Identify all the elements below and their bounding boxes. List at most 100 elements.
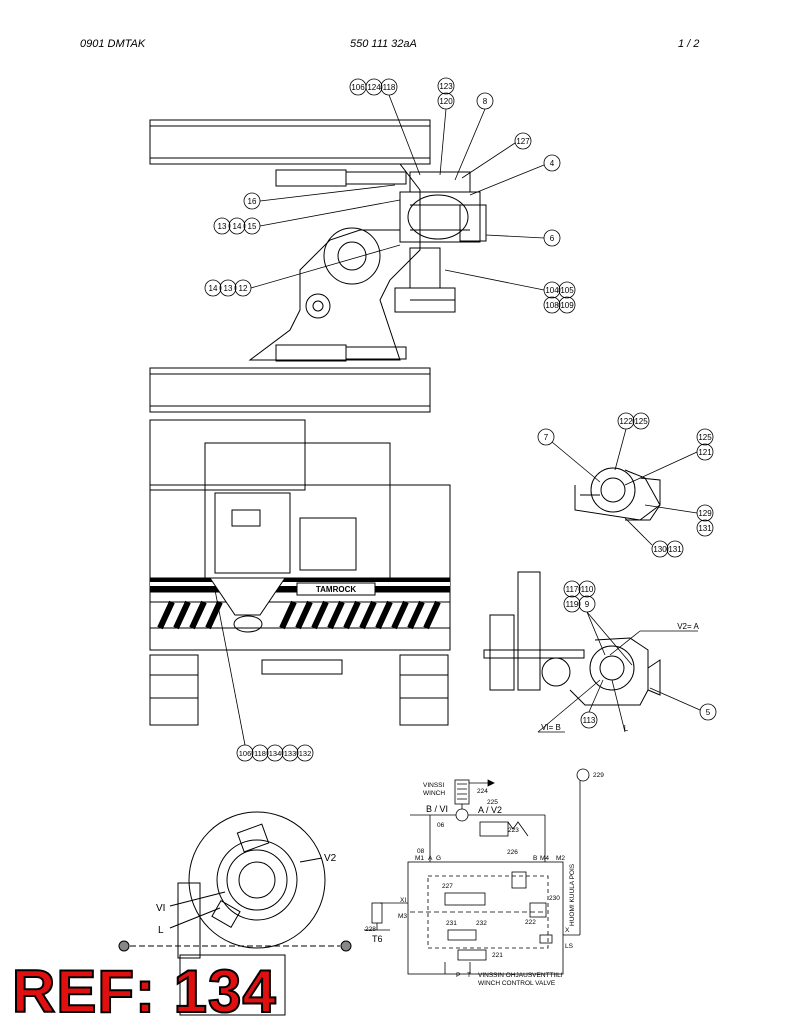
label-ls: LS [565, 943, 574, 950]
side-note: HUOM! KUULA POIS [569, 863, 576, 926]
label-x: X [565, 927, 570, 934]
callout-label: 113 [583, 716, 596, 725]
winch-face-detail [118, 811, 352, 1016]
label-b-vi: B / VI [426, 804, 448, 814]
port-t: T [467, 972, 471, 979]
port-m1: M1 [415, 855, 424, 862]
callout-label: 121 [698, 448, 712, 457]
label-v2: V2 [324, 853, 337, 864]
callout-label: 125 [634, 417, 648, 426]
callout-label: 122 [619, 417, 633, 426]
callout-texts-right-lower: 117 110 119 9 5 113 V2= A VI= B L [541, 585, 711, 733]
callouts-right-upper [537, 412, 714, 558]
label-v1-b: VI= B [541, 723, 561, 732]
callout-label: 8 [483, 97, 488, 106]
component-06: 06 [437, 822, 445, 829]
port-p: P [456, 972, 460, 979]
callout-label: 7 [544, 433, 549, 442]
valve-label-fi: VINSSIN OHJAUSVENTTIILI [478, 972, 563, 979]
callout-label: 14 [233, 222, 242, 231]
header-doc-code: 0901 DMTAK [80, 38, 146, 50]
port-b: B [533, 855, 537, 862]
valve-label-en: WINCH CONTROL VALVE [478, 980, 556, 987]
schematic-labels: VINSSI WINCH B / VI A / V2 224 225 223 2… [365, 772, 604, 987]
callout-label: 15 [248, 222, 257, 231]
hydraulic-schematic [364, 768, 590, 975]
callout-label: 106 [351, 83, 365, 92]
brand-plate [296, 582, 376, 596]
callout-label: 131 [698, 524, 712, 533]
callout [349, 78, 421, 176]
callout-label: 124 [367, 83, 381, 92]
callout-label: 12 [239, 284, 248, 293]
port-m3: M3 [398, 913, 407, 920]
label-v1: VI [156, 903, 165, 914]
port-a: A [428, 855, 433, 862]
callout-label: 110 [581, 585, 594, 594]
machine-body [149, 419, 451, 726]
component-231: 231 [446, 920, 457, 927]
component-230: 230 [549, 895, 560, 902]
component-228: 228 [365, 926, 376, 933]
callout-label: 118 [254, 749, 266, 758]
header-page-number: 1 / 2 [678, 38, 700, 50]
port-m4: M4 [540, 855, 549, 862]
callout-label: 108 [545, 301, 559, 310]
callouts-body [214, 589, 314, 762]
ref-stamp: REF: 134 [11, 958, 277, 1025]
callout-label: 109 [560, 301, 574, 310]
callout-label: 105 [560, 286, 574, 295]
callout-label: 130 [653, 545, 667, 554]
callout-label: 16 [248, 197, 257, 206]
callout-label: 13 [218, 222, 227, 231]
callout-label: 118 [383, 83, 396, 92]
label-a-v2: A / V2 [478, 805, 502, 815]
callout-texts-body: 106 118 134 133 132 [239, 749, 312, 758]
callout-texts-top: 106 124 118 123 120 8 127 4 16 13 14 15 … [209, 82, 575, 310]
schematic-title-en: WINCH [423, 790, 445, 797]
callout-label: 14 [209, 284, 218, 293]
callout-label: 120 [439, 97, 453, 106]
component-232: 232 [476, 920, 487, 927]
port-m2: M2 [556, 855, 565, 862]
callout-label: 13 [224, 284, 233, 293]
callout-label: 125 [698, 433, 712, 442]
schematic-title-fi: VINSSI [423, 782, 445, 789]
component-229: 229 [593, 772, 604, 779]
component-227: 227 [442, 883, 453, 890]
callout-label: 106 [239, 749, 252, 758]
boom-assembly [149, 119, 487, 413]
callout-label: 123 [439, 82, 453, 91]
callout-texts-right-upper: 7 122 125 125 121 129 131 130 131 [544, 417, 712, 554]
callout-label: 119 [566, 600, 579, 609]
port-08: 08 [417, 848, 425, 855]
component-224: 224 [477, 788, 488, 795]
port-x1: XI [400, 897, 406, 904]
component-223: 223 [508, 827, 519, 834]
callout-label: 129 [698, 509, 712, 518]
component-222: 222 [525, 919, 536, 926]
drum-detail-lower [483, 571, 661, 706]
callouts-top [204, 77, 576, 314]
component-221: 221 [492, 952, 503, 959]
callouts-right-lower [537, 580, 717, 733]
winch-face-labels: V2 VI L [156, 853, 337, 936]
callout-label: 6 [550, 234, 555, 243]
header-part-number: 550 111 32aA [350, 38, 417, 50]
brand-label: TAMROCK [316, 585, 357, 594]
port-t6: T6 [372, 934, 383, 944]
callout-label: 133 [284, 749, 297, 758]
callout-label: 5 [706, 708, 711, 717]
component-225: 225 [487, 799, 498, 806]
label-v2-a: V2= A [677, 622, 699, 631]
callout-label: 134 [269, 749, 282, 758]
callout-label: 4 [550, 159, 555, 168]
port-g: G [436, 855, 441, 862]
callout-label: 117 [566, 585, 579, 594]
label-l: L [624, 724, 629, 733]
callout-label: 104 [545, 286, 559, 295]
callout-label: 9 [585, 600, 590, 609]
component-226: 226 [507, 849, 518, 856]
